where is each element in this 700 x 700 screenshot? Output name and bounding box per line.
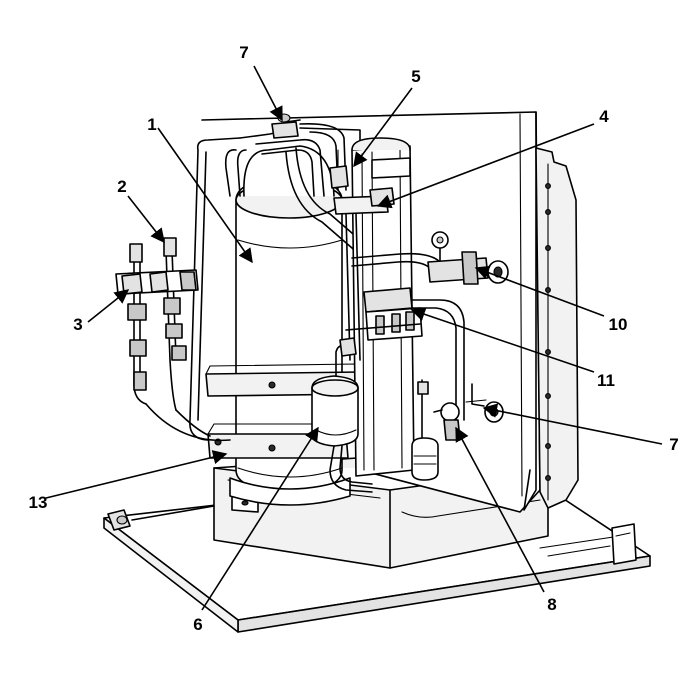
leader-8 <box>455 426 545 593</box>
leader-1 <box>157 127 253 264</box>
callout-13: 13 <box>29 493 48 512</box>
leader-10 <box>474 265 605 317</box>
expansion-valve <box>411 379 461 481</box>
callout-1: 1 <box>147 115 156 134</box>
callout-10: 10 <box>609 315 628 334</box>
leader-5 <box>353 87 413 168</box>
drain-fitting <box>107 505 215 531</box>
callout-7-right: 7 <box>669 435 678 454</box>
flange-bolts <box>545 183 551 481</box>
callout-11: 11 <box>597 371 615 390</box>
leader-3 <box>87 289 130 323</box>
leader-2 <box>127 195 165 244</box>
callout-3: 3 <box>73 315 82 334</box>
leader-6 <box>201 426 319 611</box>
leader-4 <box>376 123 595 209</box>
leader-11 <box>410 307 595 373</box>
callout-2: 2 <box>117 177 126 196</box>
gauge-manifold <box>115 237 231 442</box>
leader-13 <box>45 450 228 499</box>
callout-7-top: 7 <box>239 43 248 62</box>
callout-leaders <box>45 65 663 611</box>
filter-drier <box>311 337 373 493</box>
top-piping <box>224 113 375 287</box>
callout-labels: 7 1 2 3 5 4 10 11 7 8 6 13 <box>29 43 679 634</box>
solenoid-valve-cluster <box>345 287 465 421</box>
callout-4: 4 <box>599 107 609 126</box>
callout-6: 6 <box>193 615 202 634</box>
temperature-sensor <box>329 149 349 189</box>
leader-7-top <box>253 65 283 122</box>
leader-7-right <box>482 403 663 445</box>
callout-5: 5 <box>411 67 420 86</box>
callout-8: 8 <box>547 595 556 614</box>
